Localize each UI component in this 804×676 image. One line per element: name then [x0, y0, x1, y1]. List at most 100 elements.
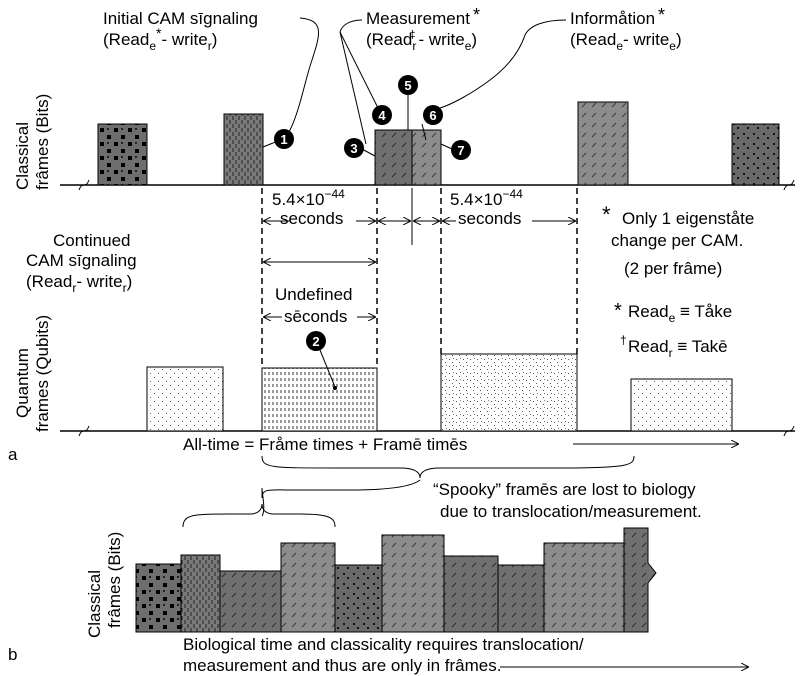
spooky-note: “Spooky” framēs are lost to biology due …	[433, 480, 702, 521]
panel-b-letter: b	[8, 645, 17, 664]
panel-b-frames	[135, 527, 657, 633]
svg-text:Reade ≡ Tåke: Reade ≡ Tåke	[628, 302, 732, 325]
marker-2-dot	[333, 386, 337, 390]
svg-text:Informåtion*: Informåtion*	[570, 5, 665, 28]
classical-frame-3-right	[411, 129, 442, 186]
svg-text:Classical: Classical	[85, 570, 104, 638]
svg-text:3: 3	[350, 141, 357, 156]
quantum-frame-4	[630, 378, 733, 432]
marker-1: 1	[274, 129, 294, 149]
classical-frame-2	[223, 113, 264, 186]
svg-text:sēconds: sēconds	[284, 307, 347, 326]
classical-frame-1	[97, 123, 148, 186]
marker-4-leader	[339, 31, 379, 109]
interval-left-label: 5.4×10−44 seconds	[272, 187, 345, 228]
marker-7: 7	[451, 140, 471, 160]
svg-text:5.4×10−44: 5.4×10−44	[450, 187, 523, 209]
marker-3: 3	[344, 138, 364, 158]
bio-frame-4	[280, 542, 336, 633]
bio-frame-3	[219, 570, 282, 633]
svg-text:Readr ≡ Takē: Readr ≡ Takē	[628, 337, 728, 360]
svg-text:4: 4	[378, 108, 386, 123]
svg-text:(Reade- writee): (Reade- writee)	[570, 30, 682, 53]
svg-text:measurement and thus are only: measurement and thus are only in frâmes.	[183, 656, 501, 675]
svg-text:Initial CAM sīgnaling: Initial CAM sīgnaling	[103, 9, 258, 28]
svg-text:Quantum: Quantum	[13, 348, 32, 418]
classical-timeline-break-left	[78, 179, 90, 191]
svg-text:*: *	[602, 202, 611, 227]
svg-text:frames (Qubits): frames (Qubits)	[33, 315, 52, 432]
bio-frame-5	[334, 564, 383, 633]
svg-text:6: 6	[429, 108, 436, 123]
interval-right-label: 5.4×10−44 seconds	[450, 187, 523, 228]
information-label: Informåtion* (Reade- writee)	[570, 5, 682, 53]
classical-axis-line2: frâmes (Bits)	[33, 94, 52, 190]
alltime-brace	[261, 455, 635, 479]
quantum-frame-1	[146, 366, 224, 432]
svg-text:7: 7	[457, 143, 464, 158]
svg-text:seconds: seconds	[458, 209, 521, 228]
svg-text:(Readr- writer): (Readr- writer)	[26, 272, 132, 295]
classical-frame-4	[577, 101, 629, 186]
marker-5: 5	[398, 75, 418, 95]
bio-frame-9	[543, 542, 625, 633]
panel-b-axis-label: Classical frâmes (Bits)	[85, 532, 124, 638]
bio-frame-1	[135, 563, 182, 633]
marker-2-leader	[319, 349, 336, 388]
classical-frame-5	[731, 123, 780, 186]
definition-take-2: † Readr ≡ Takē	[620, 333, 728, 360]
marker-2: 2	[306, 331, 326, 351]
svg-text:Biological time and classicali: Biological time and classicality require…	[183, 635, 584, 654]
svg-text:(2 per frâme): (2 per frâme)	[624, 259, 722, 278]
quantum-timeline-break-left	[78, 425, 90, 437]
bio-frame-10	[623, 527, 657, 633]
panel-a-letter: a	[8, 445, 18, 464]
bio-frame-8	[497, 564, 545, 633]
svg-text:1: 1	[280, 132, 287, 147]
continued-cam-label: Continued CAM sīgnaling (Readr- writer)	[26, 231, 137, 295]
quantum-frame-2	[261, 367, 378, 432]
classical-axis-label: Classical frâmes (Bits)	[13, 94, 52, 190]
svg-text:(Readr‡- writee): (Readr‡- writee)	[366, 29, 477, 53]
quantum-axis-label: Quantum frames (Qubits)	[13, 315, 52, 432]
svg-text:Continued: Continued	[53, 231, 131, 250]
marker-4: 4	[372, 105, 392, 125]
quantum-frame-3	[440, 353, 578, 432]
classical-frame-3-left	[374, 129, 413, 186]
classical-axis-line1: Classical	[13, 122, 32, 190]
svg-text:frâmes (Bits): frâmes (Bits)	[105, 532, 124, 628]
svg-text:5: 5	[404, 78, 411, 93]
svg-text:CAM sīgnaling: CAM sīgnaling	[26, 251, 137, 270]
bio-frame-2	[180, 554, 221, 633]
svg-text:*: *	[614, 300, 622, 322]
svg-text:5.4×10−44: 5.4×10−44	[272, 187, 345, 209]
initial-cam-leader	[272, 17, 320, 144]
svg-text:change per CAM.: change per CAM.	[611, 231, 743, 250]
information-leader	[439, 19, 567, 109]
initial-cam-label: Initial CAM sīgnaling (Reade*- writer)	[103, 9, 258, 53]
svg-text:(Reade*- writer): (Reade*- writer)	[103, 25, 217, 53]
measurement-bracket	[339, 19, 363, 33]
marker-3-leader	[339, 31, 367, 145]
marker-6: 6	[423, 105, 443, 125]
svg-text:Undefined: Undefined	[275, 285, 353, 304]
measurement-label: Measurement* (Readr‡- writee)	[366, 5, 480, 53]
svg-text:Measurement*: Measurement*	[366, 5, 480, 28]
eigenstate-note: * Only 1 eigenståte change per CAM. (2 p…	[602, 202, 754, 278]
svg-text:due to translocation/measureme: due to translocation/measurement.	[440, 502, 702, 521]
definition-take-1: * Reade ≡ Tåke	[614, 300, 732, 325]
bio-frame-6	[381, 534, 445, 633]
panel-b-brace	[182, 503, 336, 528]
undefined-seconds-label: Undefined sēconds	[275, 285, 353, 326]
marker-7-leader	[440, 143, 453, 150]
alltime-equation: All-time = Fråme times + Framē timēs	[183, 435, 467, 454]
panel-b-caption: Biological time and classicality require…	[183, 635, 584, 675]
marker-6-leader	[421, 123, 427, 141]
svg-text:seconds: seconds	[280, 209, 343, 228]
bio-frame-7	[443, 555, 499, 633]
svg-text:†: †	[620, 333, 627, 347]
svg-text:Only 1 eigenståte: Only 1 eigenståte	[622, 209, 754, 228]
svg-text:2: 2	[312, 334, 319, 349]
quantum-timeline-break-right	[783, 425, 795, 437]
